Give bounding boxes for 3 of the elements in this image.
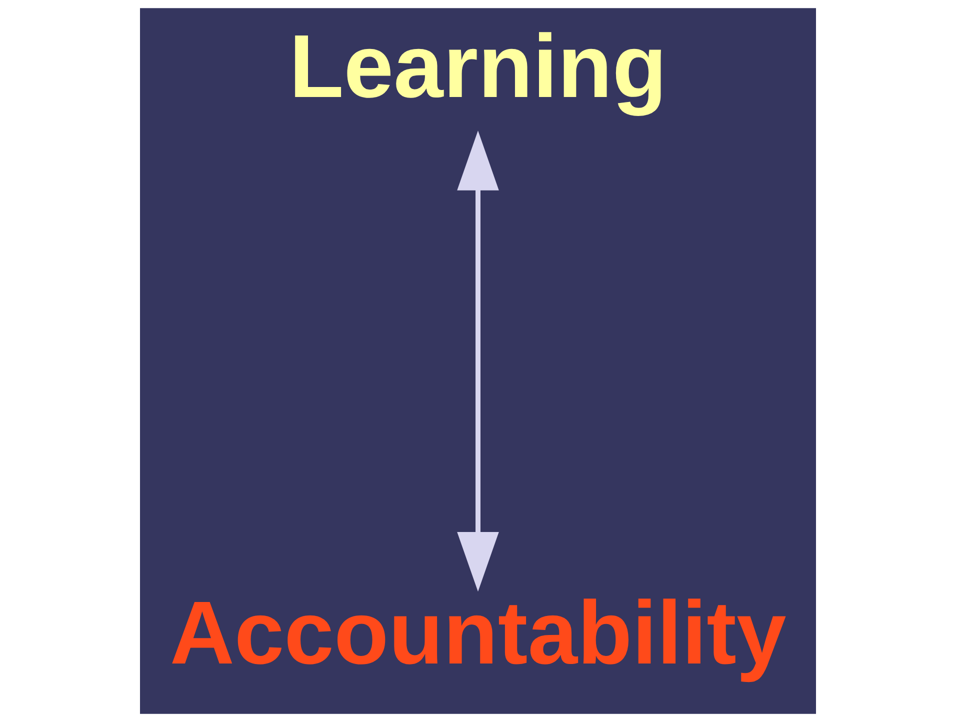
node-text: Accountability bbox=[169, 582, 786, 683]
node-text: Learning bbox=[288, 16, 666, 116]
arrow bbox=[456, 130, 498, 592]
